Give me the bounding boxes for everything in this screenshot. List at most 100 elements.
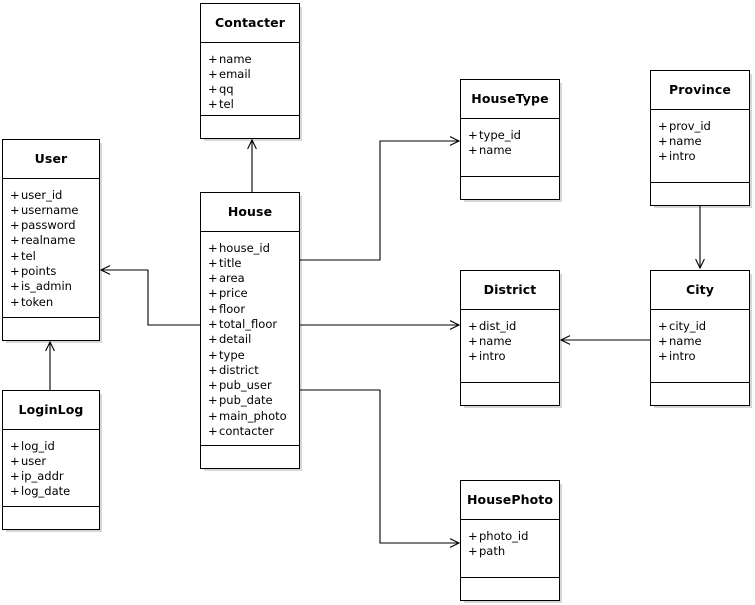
uml-attribute-name: title xyxy=(219,255,242,270)
uml-class-title: LoginLog xyxy=(3,391,99,430)
uml-class-house[interactable]: House+house_id+title+area+price+floor+to… xyxy=(200,192,300,469)
uml-attribute-name: pub_user xyxy=(219,378,272,393)
visibility-marker: + xyxy=(10,233,20,248)
uml-class-housephoto[interactable]: HousePhoto+photo_id+path xyxy=(460,480,560,601)
uml-attribute-name: area xyxy=(219,271,245,286)
uml-attribute: +name xyxy=(651,334,749,349)
edge-house-housetype xyxy=(300,136,461,261)
uml-attribute: +log_date xyxy=(3,484,99,499)
uml-attribute: +pub_user xyxy=(201,378,299,393)
uml-attribute-name: tel xyxy=(21,248,36,263)
uml-attribute: +token xyxy=(3,295,99,310)
uml-method-compartment xyxy=(461,177,559,199)
visibility-marker: + xyxy=(468,318,478,333)
uml-method-compartment xyxy=(461,383,559,405)
uml-class-title: HouseType xyxy=(461,80,559,119)
uml-method-compartment xyxy=(201,446,299,468)
visibility-marker: + xyxy=(10,202,20,217)
uml-attribute: +price xyxy=(201,286,299,301)
uml-attribute-name: ip_addr xyxy=(21,469,64,484)
uml-attribute: +intro xyxy=(461,349,559,364)
uml-attribute-name: intro xyxy=(669,149,696,164)
uml-attribute: +prov_id xyxy=(651,119,749,134)
edge-house-user xyxy=(99,265,200,326)
uml-method-compartment xyxy=(651,183,749,205)
uml-attribute: +house_id xyxy=(201,241,299,256)
uml-attribute-compartment: +user_id+username+password+realname+tel+… xyxy=(3,179,99,318)
uml-attribute: +path xyxy=(461,544,559,559)
visibility-marker: + xyxy=(658,133,668,148)
uml-attribute-name: tel xyxy=(219,97,234,112)
uml-class-title: Province xyxy=(651,71,749,110)
uml-class-title: House xyxy=(201,193,299,232)
uml-attribute: +detail xyxy=(201,332,299,347)
uml-attribute-name: name xyxy=(669,133,702,148)
visibility-marker: + xyxy=(658,118,668,133)
uml-attribute-name: password xyxy=(21,218,76,233)
visibility-marker: + xyxy=(208,316,218,331)
uml-class-title: HousePhoto xyxy=(461,481,559,520)
uml-attribute: +floor xyxy=(201,302,299,317)
visibility-marker: + xyxy=(208,301,218,316)
visibility-marker: + xyxy=(658,318,668,333)
uml-class-city[interactable]: City+city_id+name+intro xyxy=(650,270,750,406)
visibility-marker: + xyxy=(468,543,478,558)
visibility-marker: + xyxy=(658,333,668,348)
visibility-marker: + xyxy=(658,149,668,164)
visibility-marker: + xyxy=(208,82,218,97)
uml-attribute: +username xyxy=(3,203,99,218)
uml-method-compartment xyxy=(3,318,99,340)
uml-attribute-compartment: +name+email+qq+tel xyxy=(201,43,299,116)
uml-attribute: +log_id xyxy=(3,439,99,454)
visibility-marker: + xyxy=(10,248,20,263)
visibility-marker: + xyxy=(208,408,218,423)
uml-class-title: District xyxy=(461,271,559,310)
uml-attribute-name: total_floor xyxy=(219,316,278,331)
visibility-marker: + xyxy=(208,362,218,377)
uml-attribute-name: city_id xyxy=(669,318,707,333)
visibility-marker: + xyxy=(208,240,218,255)
uml-attribute: +intro xyxy=(651,149,749,164)
visibility-marker: + xyxy=(10,263,20,278)
uml-attribute-compartment: +photo_id+path xyxy=(461,520,559,578)
uml-attribute: +main_photo xyxy=(201,409,299,424)
uml-attribute-name: path xyxy=(479,543,506,558)
visibility-marker: + xyxy=(10,279,20,294)
uml-attribute: +city_id xyxy=(651,319,749,334)
uml-method-compartment xyxy=(3,507,99,529)
uml-attribute-name: user xyxy=(21,453,47,468)
uml-class-title: User xyxy=(3,140,99,179)
uml-attribute: +password xyxy=(3,218,99,233)
uml-class-loginlog[interactable]: LoginLog+log_id+user+ip_addr+log_date xyxy=(2,390,100,530)
uml-class-province[interactable]: Province+prov_id+name+intro xyxy=(650,70,750,206)
uml-class-user[interactable]: User+user_id+username+password+realname+… xyxy=(2,139,100,341)
uml-attribute-name: name xyxy=(669,333,702,348)
visibility-marker: + xyxy=(208,378,218,393)
uml-class-contacter[interactable]: Contacter+name+email+qq+tel xyxy=(200,3,300,139)
uml-attribute-name: district xyxy=(219,362,259,377)
visibility-marker: + xyxy=(10,469,20,484)
visibility-marker: + xyxy=(10,294,20,309)
visibility-marker: + xyxy=(468,333,478,348)
uml-attribute-name: price xyxy=(219,286,248,301)
uml-attribute-name: points xyxy=(21,263,57,278)
uml-attribute: +user_id xyxy=(3,188,99,203)
visibility-marker: + xyxy=(10,218,20,233)
visibility-marker: + xyxy=(10,484,20,499)
uml-class-housetype[interactable]: HouseType+type_id+name xyxy=(460,79,560,200)
visibility-marker: + xyxy=(208,97,218,112)
uml-attribute-name: detail xyxy=(219,332,252,347)
edge-house-housephoto xyxy=(300,389,461,548)
uml-attribute: +name xyxy=(651,134,749,149)
uml-attribute: +user xyxy=(3,454,99,469)
uml-attribute-name: intro xyxy=(669,349,696,364)
visibility-marker: + xyxy=(658,349,668,364)
uml-attribute-compartment: +type_id+name xyxy=(461,119,559,177)
uml-attribute: +pub_date xyxy=(201,393,299,408)
uml-method-compartment xyxy=(461,578,559,600)
uml-attribute-name: email xyxy=(219,66,251,81)
uml-class-district[interactable]: District+dist_id+name+intro xyxy=(460,270,560,406)
uml-attribute: +area xyxy=(201,271,299,286)
uml-attribute-compartment: +log_id+user+ip_addr+log_date xyxy=(3,430,99,507)
